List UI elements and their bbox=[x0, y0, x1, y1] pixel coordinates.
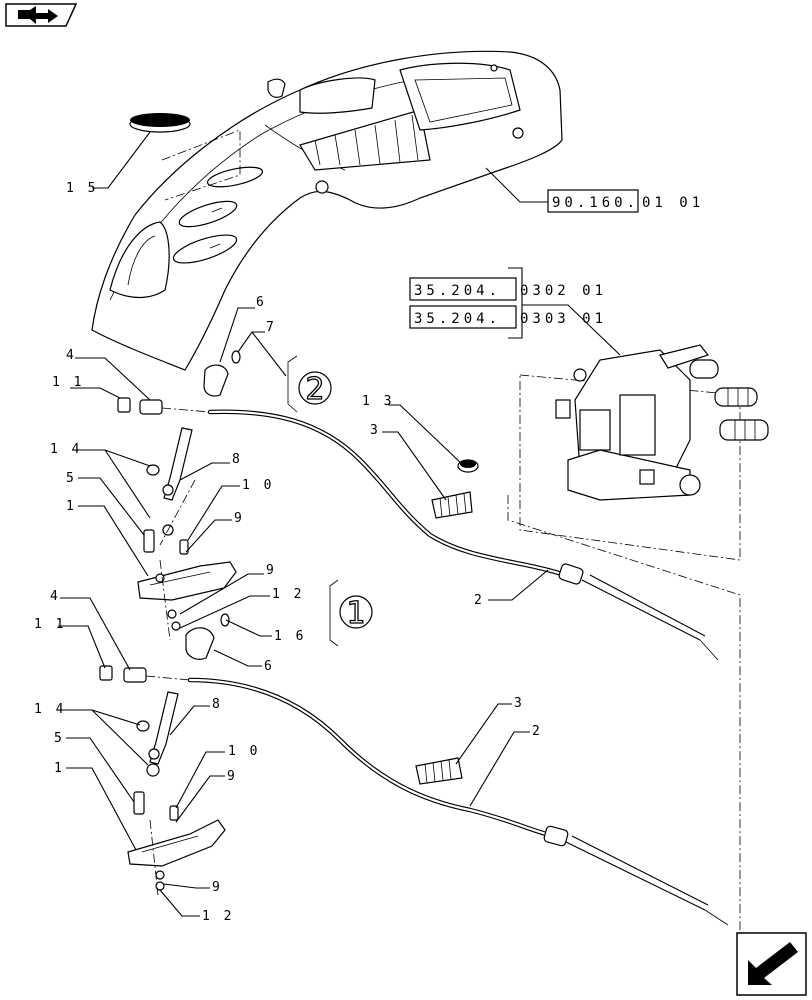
callout-8: 8 bbox=[232, 452, 243, 467]
callout-6: 6 bbox=[264, 659, 275, 674]
callout-2: 2 bbox=[474, 593, 485, 608]
callout-4: 4 bbox=[50, 589, 61, 604]
grommet-13 bbox=[457, 459, 479, 473]
callout-1: 1 bbox=[66, 499, 77, 514]
callout-9: 9 bbox=[266, 563, 277, 578]
console-housing bbox=[91, 50, 563, 371]
callout-11: 1 1 bbox=[34, 617, 66, 632]
callout-12: 1 2 bbox=[202, 909, 234, 924]
svg-text:2: 2 bbox=[305, 372, 324, 407]
callout-14: 1 4 bbox=[34, 702, 66, 717]
lever-lower bbox=[99, 613, 230, 896]
rubber-boot-3-lower bbox=[415, 757, 463, 785]
callout-5: 5 bbox=[54, 731, 65, 746]
remote-valve-assembly bbox=[519, 344, 769, 561]
callout-12: 1 2 bbox=[272, 587, 304, 602]
control-cables bbox=[187, 409, 729, 926]
callout-16: 1 6 bbox=[274, 629, 306, 644]
grommet-15 bbox=[129, 113, 191, 133]
callout-1: 1 bbox=[54, 761, 65, 776]
callout-10: 1 0 bbox=[242, 478, 274, 493]
reference-35-204-0302[interactable]: 35.204. 0302 01 bbox=[409, 277, 607, 301]
callout-15: 1 5 bbox=[66, 181, 98, 196]
callout-6: 6 bbox=[256, 295, 267, 310]
callout-9: 9 bbox=[234, 511, 245, 526]
reference-90-160[interactable]: 90.160. 01 01 bbox=[485, 167, 704, 213]
callout-11: 1 1 bbox=[52, 375, 84, 390]
svg-text:0303 01: 0303 01 bbox=[520, 311, 607, 327]
next-page-arrow-icon[interactable] bbox=[736, 932, 807, 996]
callout-7: 7 bbox=[266, 320, 277, 335]
callout-9: 9 bbox=[227, 769, 238, 784]
svg-text:35.204.: 35.204. bbox=[414, 283, 501, 299]
callout-4: 4 bbox=[66, 348, 77, 363]
circle-marker-2: 2 bbox=[287, 355, 332, 413]
callout-8: 8 bbox=[212, 697, 223, 712]
callout-3: 3 bbox=[370, 423, 381, 438]
leader-lines bbox=[58, 131, 549, 917]
callout-2: 2 bbox=[532, 724, 543, 739]
callout-labels: 1 5 6 7 4 1 1 1 4 8 5 1 0 1 9 9 1 2 1 6 … bbox=[34, 181, 543, 924]
book-arrow-icon[interactable] bbox=[5, 3, 78, 27]
svg-text:90.160.: 90.160. bbox=[552, 195, 639, 211]
callout-9: 9 bbox=[212, 880, 223, 895]
svg-text:1: 1 bbox=[346, 596, 365, 631]
callout-13: 1 3 bbox=[362, 394, 394, 409]
callout-5: 5 bbox=[66, 471, 77, 486]
rubber-boot-3-upper bbox=[431, 491, 473, 519]
reference-35-204-0303[interactable]: 35.204. 0303 01 bbox=[409, 305, 607, 329]
lever-upper bbox=[117, 350, 241, 641]
svg-text:0302 01: 0302 01 bbox=[520, 283, 607, 299]
callout-14: 1 4 bbox=[50, 442, 82, 457]
callout-10: 1 0 bbox=[228, 744, 260, 759]
svg-text:01 01: 01 01 bbox=[642, 195, 704, 211]
circle-marker-1: 1 bbox=[329, 579, 373, 647]
svg-text:35.204.: 35.204. bbox=[414, 311, 501, 327]
callout-3: 3 bbox=[514, 696, 525, 711]
